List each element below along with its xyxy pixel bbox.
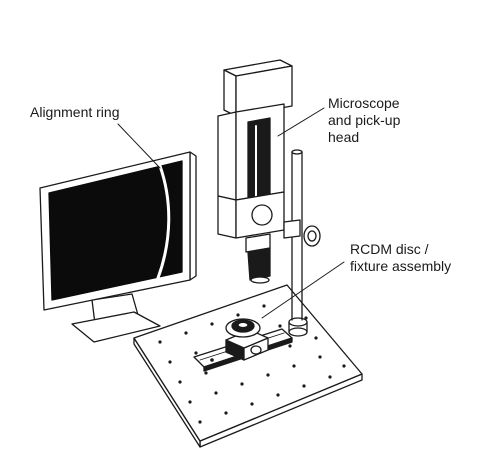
housing-port xyxy=(251,204,273,226)
alignment-ring-label: Alignment ring xyxy=(30,104,120,121)
base-plate-holes xyxy=(158,304,346,424)
base-plate xyxy=(133,284,363,448)
disc-fixture-label: RCDM disc / fixture assembly xyxy=(350,241,451,275)
leader-microscope xyxy=(277,107,325,137)
microscope-label: Microscope and pick-up head xyxy=(328,95,400,146)
rail-screw xyxy=(210,358,214,362)
camera-box-side xyxy=(235,65,293,117)
leader-lines xyxy=(117,107,345,319)
monitor-screen xyxy=(48,160,183,301)
housing-lower-front xyxy=(217,195,237,239)
alignment-ring-icon xyxy=(156,164,171,280)
post-foot xyxy=(288,327,308,337)
housing-tube xyxy=(247,117,271,199)
microscope-label-line-2: and pick-up xyxy=(328,112,401,128)
fixture-knob xyxy=(250,345,262,355)
housing-upper xyxy=(217,111,237,201)
rcdm-disc-center xyxy=(237,321,249,329)
support-post xyxy=(288,149,308,337)
disc-fixture-label-line-2: fixture assembly xyxy=(350,258,452,274)
leader-alignment-ring xyxy=(117,123,161,169)
microscope-label-line-3: head xyxy=(328,129,360,145)
post-cap xyxy=(291,149,303,155)
leader-disc xyxy=(261,261,345,319)
fixture-assembly xyxy=(225,318,269,361)
camera-box-front xyxy=(223,69,237,117)
clamp-knob-inner xyxy=(307,230,317,242)
clamp-arm xyxy=(283,219,301,239)
monitor-stand-base xyxy=(71,311,161,343)
alignment-ring-label-line: Alignment ring xyxy=(30,104,120,120)
microscope-label-line-1: Microscope xyxy=(328,95,400,111)
clamp-knob xyxy=(303,225,321,247)
objective-tip xyxy=(250,276,270,284)
objective-lens xyxy=(247,247,271,281)
base-plate-top xyxy=(133,284,363,442)
microscope-head xyxy=(217,59,321,284)
monitor-side xyxy=(189,151,197,281)
disc-fixture-label-line-1: RCDM disc / xyxy=(350,241,429,257)
monitor xyxy=(39,151,197,343)
